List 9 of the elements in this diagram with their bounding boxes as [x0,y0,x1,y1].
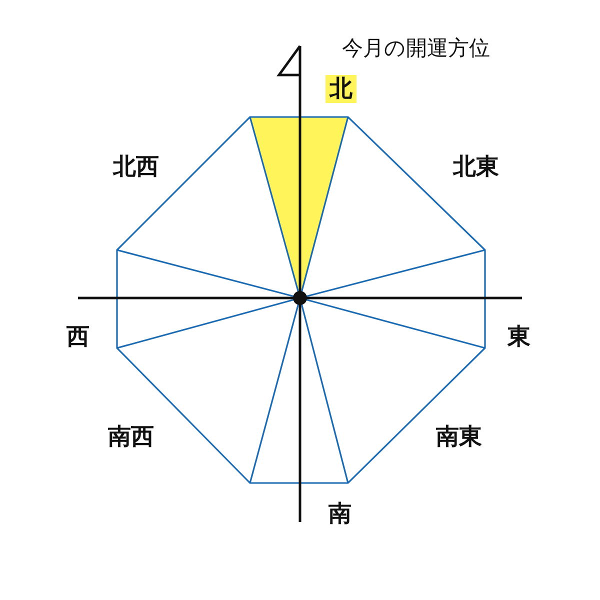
highlighted-direction-label: 北 [326,75,356,103]
direction-label: 南東 [436,423,482,451]
direction-label: 南西 [108,423,154,451]
direction-label: 西 [66,323,90,351]
direction-label: 北東 [453,153,499,181]
direction-label: 東 [508,323,530,351]
direction-label: 南 [328,500,352,528]
direction-label: 北西 [113,153,159,181]
title: 今月の開運方位 [342,35,490,61]
